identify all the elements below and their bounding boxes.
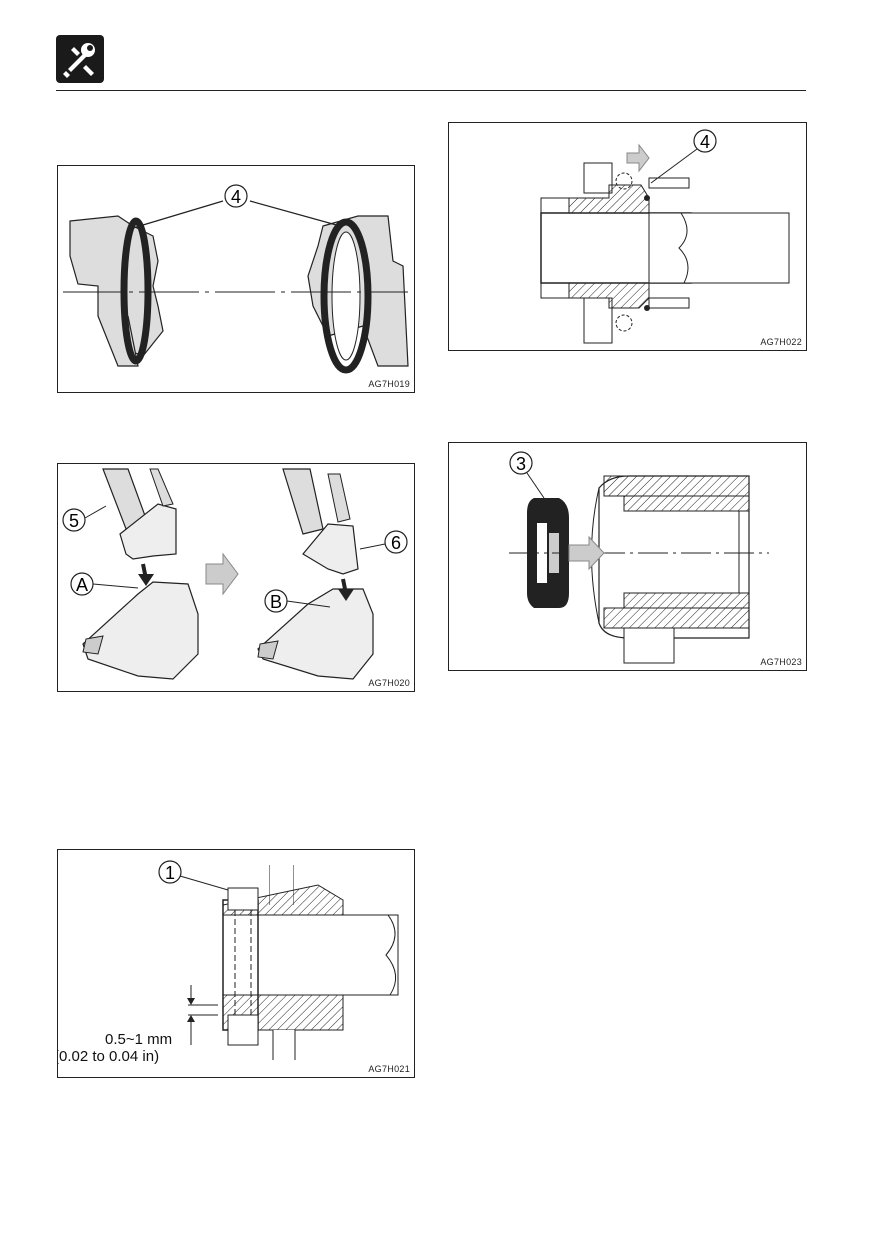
figure-id: AG7H021 (368, 1064, 410, 1074)
figure-id: AG7H019 (368, 379, 410, 389)
figure-id: AG7H022 (760, 337, 802, 347)
header-rule (56, 90, 806, 91)
measurement-label: 0.5~1 mm (105, 1031, 172, 1048)
measurement-label-imperial: (0.02 to 0.04 in) (57, 1048, 159, 1065)
figure-bushing-rings: 4 AG7H019 (57, 165, 415, 393)
figure-id: AG7H023 (760, 657, 802, 667)
figure-id: AG7H020 (368, 678, 410, 688)
figure-seal-section: 4 AG7H022 (448, 122, 807, 351)
figure-seal-install: 3 AG7H023 (448, 442, 807, 671)
wrench-maintenance-icon (56, 35, 104, 83)
figure-clearance: 1 0.5~1 mm (0.02 to 0.04 in) AG7H021 (57, 849, 415, 1078)
figure-bucket-link: 5 A B 6 AG7H020 (57, 463, 415, 692)
